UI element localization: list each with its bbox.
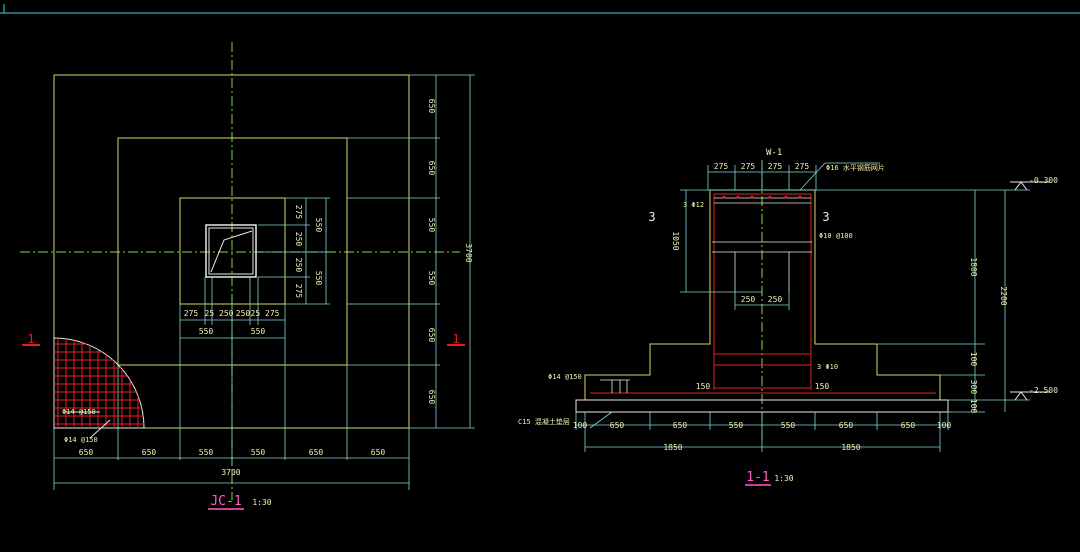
section-right-total-dim: 2200: [999, 286, 1008, 305]
plan-bottom-dim-6: 650: [371, 448, 386, 457]
plan-right-dim-3: 550: [427, 218, 436, 233]
plan-col-vmid-dim-1: 550: [314, 218, 323, 233]
section-rebar-top: 3 Φ12: [683, 201, 704, 209]
plan-dim-texts: 650 650 550 550 650 650 650 650 550 550 650 650 27…: [79, 99, 436, 457]
plan-column-inner: [208, 227, 254, 275]
section-stirrup: Φ10 @100: [819, 232, 853, 240]
section-dim-150-right: 150: [815, 382, 830, 391]
section-bottom-dim-2: 650: [610, 421, 625, 430]
section-rebar: [590, 193, 936, 394]
plan-col-mid-dim-2: 550: [251, 327, 266, 336]
section-dim-texts: 275 275 275 275 100 650 650 550 550 650 650 100 18…: [573, 162, 978, 452]
section-left-height-dim: 1050: [671, 231, 680, 250]
section-right-dim-2: 100: [969, 352, 978, 367]
section-bottom-dim-3: 650: [673, 421, 688, 430]
plan-bottom-dim-5: 650: [309, 448, 324, 457]
section-rebar-dots: [722, 195, 802, 199]
plan-column-rebar-bend: [210, 230, 253, 273]
plan-col-small-dim-2: 25 250: [205, 309, 234, 318]
section-rebar-mesh: Φ14 @150: [548, 373, 582, 381]
plan-right-dim-5: 650: [427, 328, 436, 343]
plan-right-dim-6: 650: [427, 390, 436, 405]
plan-view-jc1[interactable]: 650 650 550 550 650 650 650 650 550 550 650 650 27…: [20, 42, 475, 510]
section-top-dim-1: 275: [714, 162, 729, 171]
section-cushion-label: C15 混凝土垫层: [518, 417, 570, 426]
plan-bottom-dim-4: 550: [251, 448, 266, 457]
plan-bottom-dim-3: 550: [199, 448, 214, 457]
section-hoops: [600, 197, 812, 393]
section-mark-3-left: 3: [648, 210, 655, 224]
plan-bottom-dim-2: 650: [142, 448, 157, 457]
section-bottom-dim-6: 650: [839, 421, 854, 430]
section-scale: 1:30: [774, 474, 793, 483]
section-bottom-dim-4: 550: [729, 421, 744, 430]
plan-right-dim-1: 650: [427, 99, 436, 114]
section-right-dim-3: 300: [969, 380, 978, 395]
section-wall-note: Φ16 水平钢筋网片: [826, 163, 885, 172]
section-dim-lines: [575, 162, 1030, 452]
section-half-dim-1: 1850: [663, 443, 682, 452]
plan-section-mark-left: 1: [27, 332, 34, 346]
section-right-dim-4: 100: [969, 399, 978, 414]
plan-rebar-hatch: [54, 338, 144, 428]
section-title: 1-1: [746, 470, 769, 485]
plan-footing-pedestal: [179, 197, 286, 305]
section-inner-dim-1: 250: [741, 295, 756, 304]
plan-rebar-label-1: Φ14 @150: [62, 408, 96, 416]
section-bottom-dim-1: 100: [573, 421, 588, 430]
plan-footing-middle: [117, 137, 348, 366]
plan-col-vsmall-dim-4: 275: [294, 284, 303, 299]
section-dim-150-left: 150: [696, 382, 711, 391]
plan-rebar-leader-2: [89, 419, 111, 439]
plan-col-vsmall-dim-2: 250: [294, 232, 303, 247]
section-top-dim-4: 275: [795, 162, 810, 171]
section-rebar-bottom: 3 Φ10: [817, 363, 838, 371]
section-elev-bottom: -2.500: [1029, 386, 1058, 395]
section-half-dim-2: 1850: [841, 443, 860, 452]
plan-col-small-dim-4: 25 275: [251, 309, 280, 318]
plan-col-vsmall-dim-3: 250: [294, 258, 303, 273]
section-wall-label: W-1: [766, 148, 782, 158]
plan-right-dim-2: 650: [427, 161, 436, 176]
plan-column-outer: [205, 224, 257, 278]
plan-total-dim: 3700: [221, 468, 240, 477]
plan-rebar-detail-outline: [53, 337, 145, 429]
plan-col-vsmall-dim-1: 275: [294, 205, 303, 220]
section-view-1-1[interactable]: 275 275 275 275 100 650 650 550 550 650 650 100 18…: [518, 148, 1058, 486]
section-right-dim-1: 1800: [969, 257, 978, 276]
section-bottom-dim-5: 550: [781, 421, 796, 430]
plan-scale: 1:30: [252, 498, 271, 507]
plan-col-mid-dim-1: 550: [199, 327, 214, 336]
section-inner-dim-2: 250: [768, 295, 783, 304]
plan-rebar-label-2: Φ14 @150: [64, 436, 98, 444]
plan-footing-outer: [53, 74, 410, 429]
plan-section-mark-right: 1: [452, 332, 459, 346]
section-mark-3-right: 3: [822, 210, 829, 224]
section-elevation-markers: [1010, 181, 1050, 401]
section-bottom-dim-8: 100: [937, 421, 952, 430]
plan-right-total-dim: 3700: [464, 243, 473, 262]
plan-bottom-dim-1: 650: [79, 448, 94, 457]
plan-right-dim-4: 550: [427, 271, 436, 286]
plan-col-small-dim-1: 275: [184, 309, 199, 318]
section-bottom-dim-7: 650: [901, 421, 916, 430]
section-top-dim-3: 275: [768, 162, 783, 171]
section-elev-top: -0.300: [1029, 176, 1058, 185]
section-top-dim-2: 275: [741, 162, 756, 171]
plan-title: JC-1: [210, 494, 241, 509]
plan-grid-lines: [53, 74, 475, 490]
plan-col-vmid-dim-2: 550: [314, 271, 323, 286]
plan-col-small-dim-3: 250: [236, 309, 251, 318]
